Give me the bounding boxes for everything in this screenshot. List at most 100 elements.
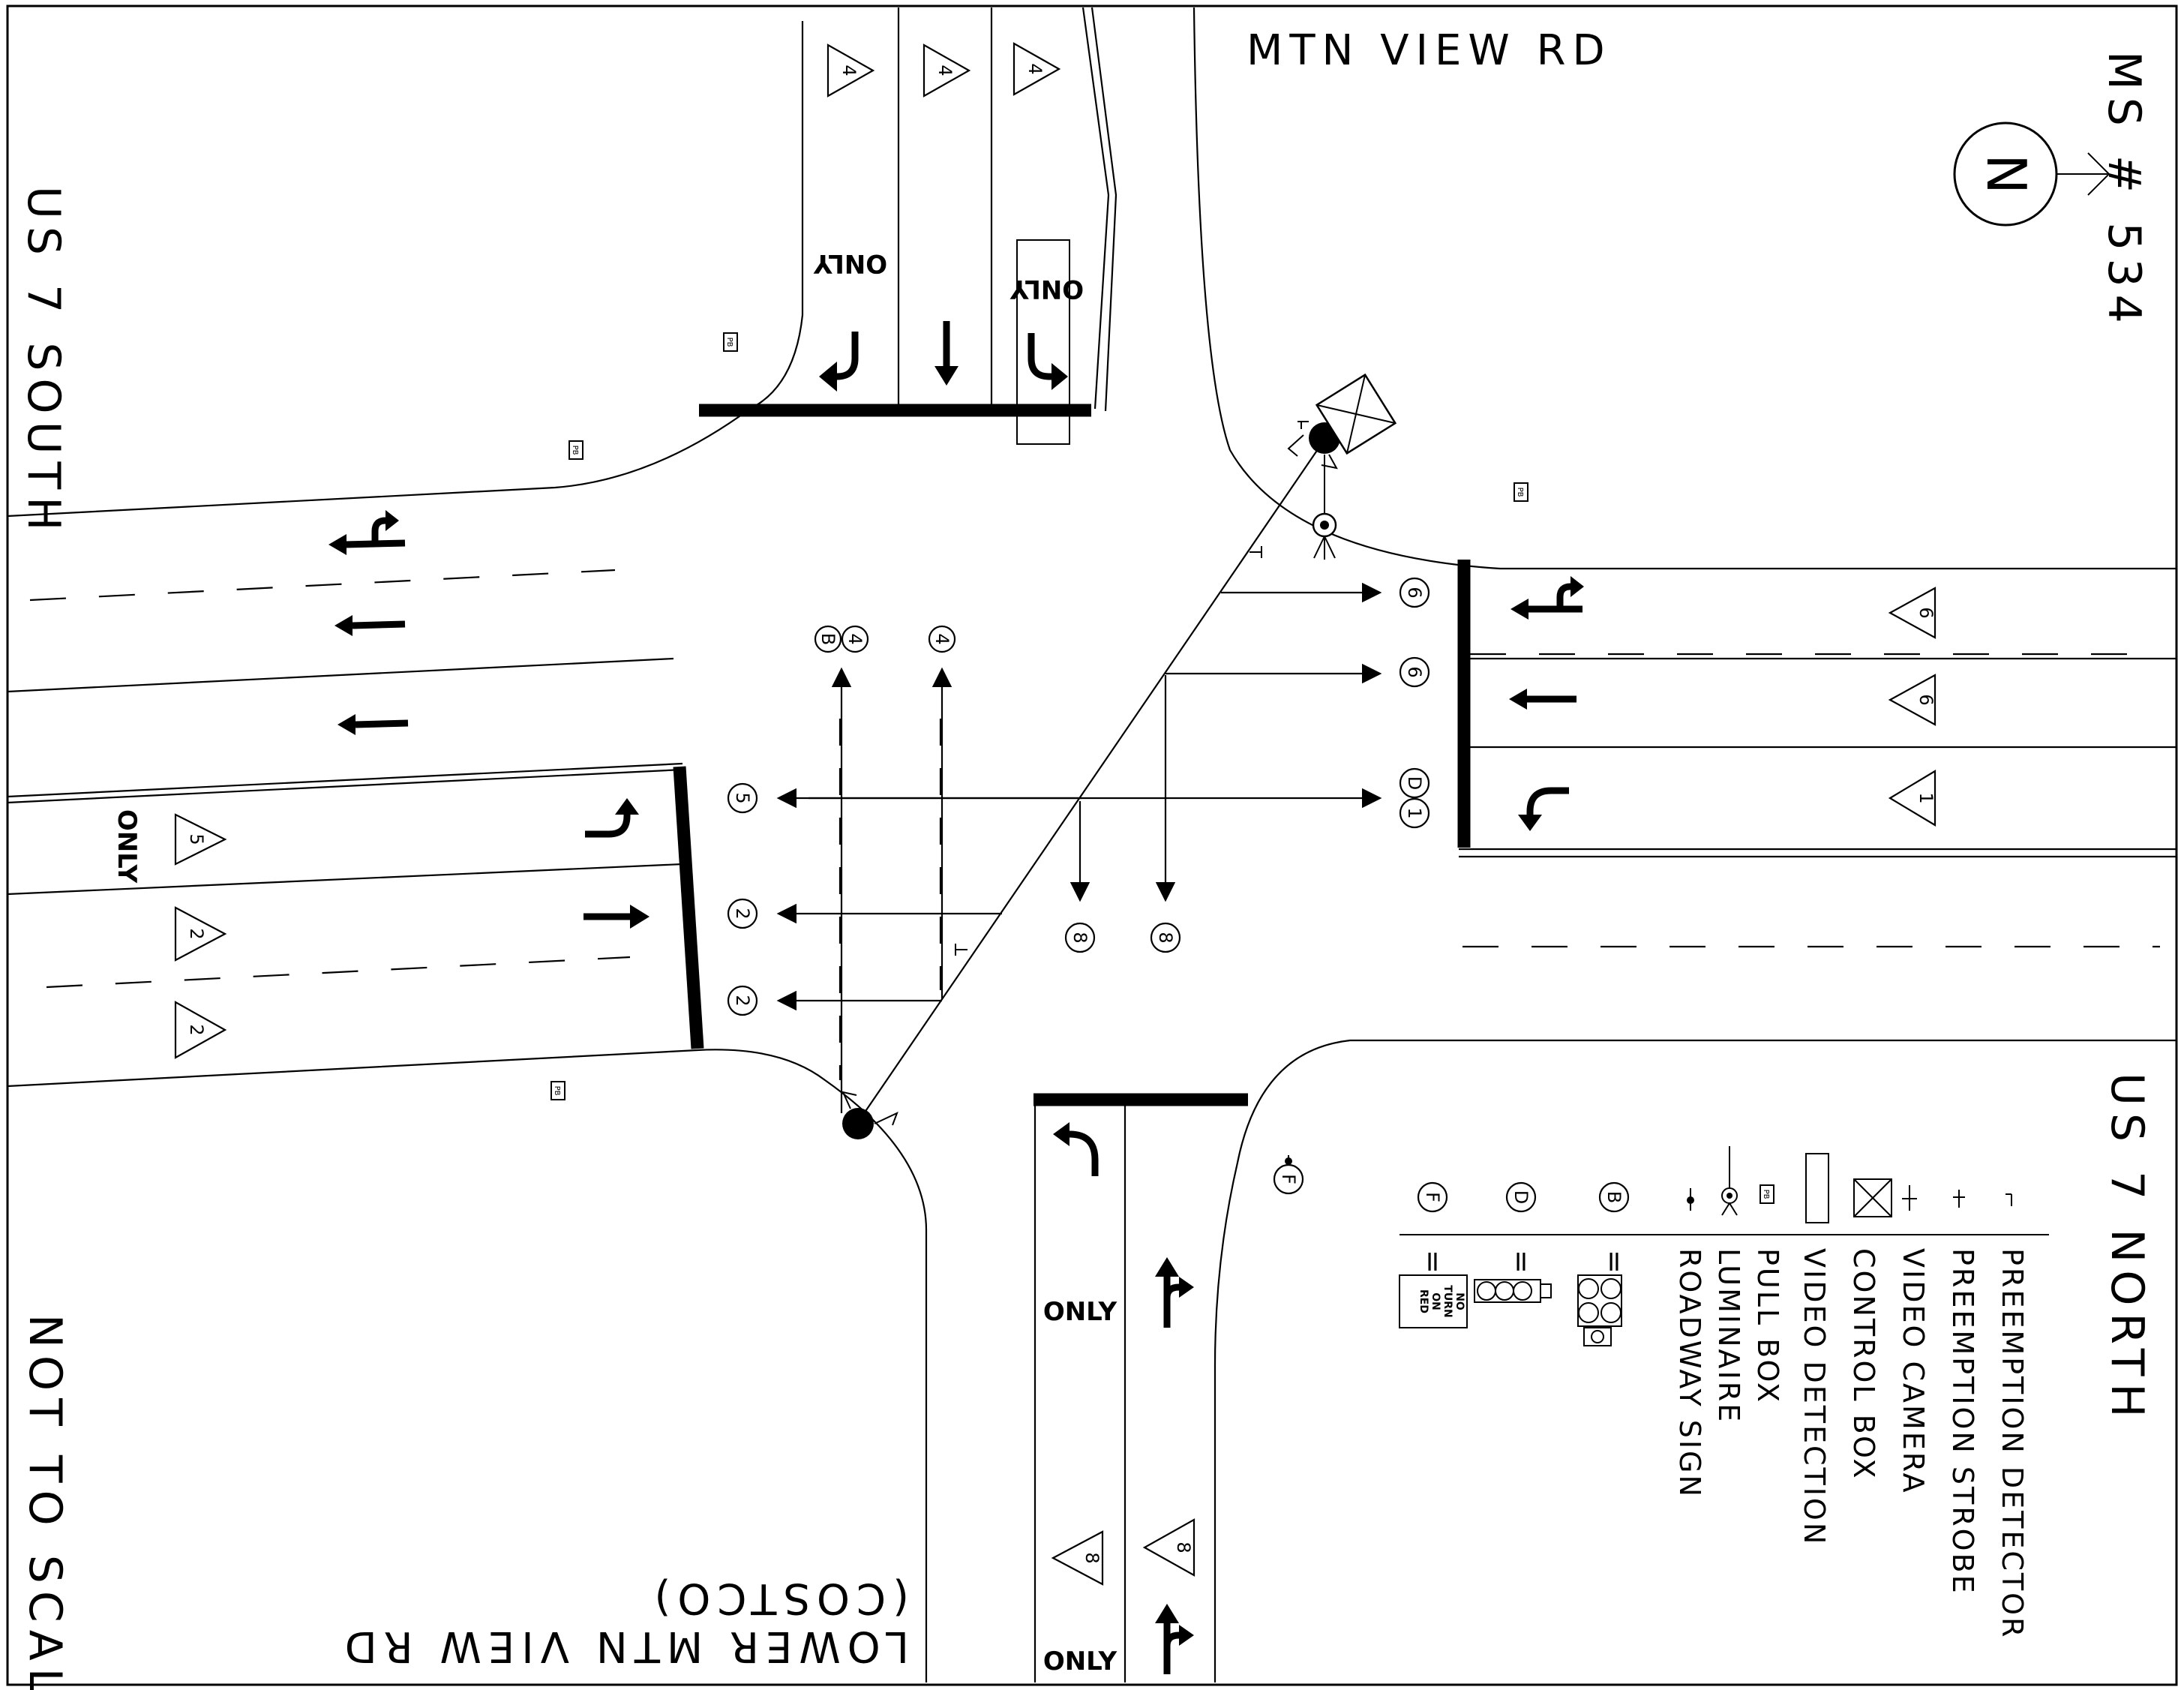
signal-head-west-2: 2 — [174, 906, 227, 962]
arrow-eb-through — [584, 905, 650, 929]
drawing-border — [6, 5, 2178, 1686]
road-label-us7-south: US 7 SOUTH — [17, 186, 70, 538]
svg-text:2: 2 — [732, 995, 753, 1006]
legend-key-f: F — [1417, 1181, 1448, 1213]
detector-bottom-8b: 8 — [1150, 922, 1181, 953]
signal-head-west-3: 2 — [174, 1001, 227, 1059]
only-marking-south-2: ONLY — [1043, 1646, 1118, 1676]
only-marking-south-1: ONLY — [1043, 1297, 1118, 1327]
road-label-mtn-view: MTN VIEW RD — [1246, 26, 1612, 75]
preemption-strobe-stub-1 — [1250, 546, 1262, 558]
pavement-arrows — [328, 321, 1584, 1674]
roadway-sign-f: F — [1273, 1155, 1304, 1195]
detector-left-2b: 2 — [727, 985, 758, 1016]
detector-left-2a: 2 — [727, 898, 758, 929]
svg-text:8: 8 — [1173, 1541, 1194, 1553]
legend-item-preemption-strobe: PREEMPTION STROBE — [1946, 1248, 1979, 1595]
arrow-wb-right-lane-left-through — [1510, 576, 1584, 620]
legend-video-detection-icon — [1805, 1153, 1829, 1223]
arrow-wb-through-2 — [338, 714, 409, 735]
svg-text:NO: NO — [1454, 1292, 1466, 1310]
pull-box-3: PB — [1514, 482, 1528, 502]
road-label-us7-north: US 7 NORTH — [2101, 1073, 2153, 1425]
legend-video-camera-icon — [1902, 1185, 1917, 1211]
detector-left-5: 5 — [727, 782, 758, 814]
pull-box-1: PB — [723, 332, 738, 352]
road-label-costco: (COSTCO) — [647, 1574, 909, 1622]
legend-item-video-camera: VIDEO CAMERA — [1897, 1248, 1930, 1495]
detection-lines — [776, 546, 1382, 1113]
detector-right-6b: 6 — [1399, 656, 1430, 688]
legend-signal-head-b-icon — [1577, 1274, 1622, 1346]
pull-boxes: PB PB PB PB — [550, 332, 1528, 1100]
svg-text:ON: ON — [1430, 1292, 1442, 1310]
arrow-wb-through-east — [1509, 689, 1576, 710]
pull-box-2: PB — [568, 440, 584, 460]
svg-text:6: 6 — [1404, 666, 1425, 677]
svg-text:D: D — [1404, 776, 1425, 790]
luminaire-icon — [1312, 455, 1337, 560]
control-box — [1315, 373, 1397, 455]
svg-text:PB: PB — [725, 338, 734, 347]
arrow-wb-left-east — [1518, 787, 1569, 831]
signal-head-east-2: 6 — [1888, 674, 1936, 726]
legend-luminaire-icon — [1721, 1146, 1738, 1216]
road-label-lower-mtn-view: LOWER MTN VIEW RD — [338, 1622, 909, 1670]
detector-bottom-8a: 8 — [1064, 922, 1096, 953]
video-camera-icon — [1321, 454, 1338, 470]
arrow-wb-through-1 — [334, 615, 406, 636]
signal-head-north-2: 4 — [922, 44, 971, 98]
legend-equals-d: = — [1505, 1250, 1538, 1276]
legend-control-box-icon — [1853, 1178, 1892, 1217]
signal-head-west-1: 5 — [174, 813, 227, 866]
legend-signal-head-d-icon — [1474, 1279, 1552, 1303]
legend-preemption-detector-icon — [2006, 1193, 2012, 1206]
pull-box-4: PB — [550, 1081, 566, 1100]
svg-text:RED: RED — [1418, 1289, 1430, 1313]
only-markings: ONLY ONLY ONLY ONLY ONLY — [112, 248, 1118, 1676]
svg-text:F: F — [1278, 1174, 1299, 1184]
svg-text:6: 6 — [1916, 694, 1936, 705]
svg-text:D: D — [1510, 1190, 1532, 1204]
map-id: MS # 534 — [2098, 51, 2150, 331]
arrow-eb-left — [585, 798, 639, 838]
svg-text:8: 8 — [1155, 932, 1176, 943]
preemption-detector-icon — [1287, 434, 1304, 457]
svg-text:2: 2 — [186, 928, 207, 939]
legend-roadway-sign-icon — [1687, 1188, 1694, 1211]
north-arrow: N — [1953, 122, 2110, 227]
legend-item-pull-box: PULL BOX — [1751, 1248, 1784, 1404]
legend-no-turn-on-red-sign: NO TURN ON RED — [1399, 1274, 1468, 1328]
svg-text:6: 6 — [1404, 587, 1425, 598]
svg-text:F: F — [1422, 1192, 1443, 1202]
arrow-sb-uturn — [819, 332, 859, 392]
legend-key-b: B — [1598, 1181, 1630, 1213]
signal-heads: 4 4 4 6 6 1 5 2 — [174, 42, 1936, 1586]
svg-text:TURN: TURN — [1442, 1285, 1454, 1317]
legend: PB B D F = = = — [1399, 1146, 2049, 1639]
svg-text:4: 4 — [932, 633, 952, 644]
video-camera-icon-sw — [874, 1112, 898, 1126]
legend-pull-box-icon: PB — [1760, 1184, 1774, 1204]
only-marking-north-1: ONLY — [813, 248, 887, 278]
svg-text:PB: PB — [1762, 1190, 1770, 1199]
legend-item-preemption-detector: PREEMPTION DETECTOR — [1996, 1248, 2029, 1639]
detector-right-6a: 6 — [1399, 577, 1430, 608]
north-label: N — [1975, 154, 2038, 194]
legend-key-d: D — [1505, 1181, 1537, 1213]
svg-text:1: 1 — [1404, 807, 1425, 818]
signal-head-south-2: 8 — [1142, 1518, 1196, 1577]
legend-equals-f: = — [1417, 1250, 1450, 1276]
signal-head-east-1: 6 — [1888, 587, 1936, 639]
only-marking-north-2: ONLY — [1010, 274, 1084, 304]
legend-item-control-box: CONTROL BOX — [1847, 1248, 1880, 1481]
legend-preemption-strobe-icon — [1953, 1190, 1965, 1208]
legend-item-roadway-sign: ROADWAY SIGN — [1673, 1248, 1706, 1499]
detector-top-4b: B 4 — [814, 625, 869, 653]
svg-text:4: 4 — [844, 633, 866, 644]
legend-item-luminaire: LUMINAIRE — [1712, 1248, 1745, 1424]
detector-top-4: 4 — [928, 625, 956, 653]
svg-text:5: 5 — [186, 833, 207, 845]
svg-text:B: B — [818, 633, 838, 645]
